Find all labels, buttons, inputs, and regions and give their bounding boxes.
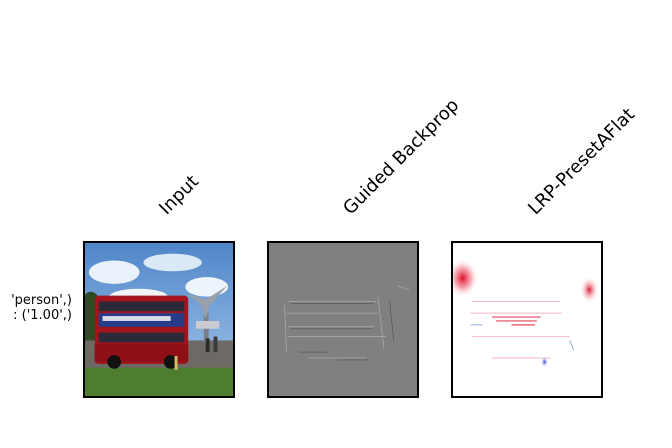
row-label-class: 'person',) : ('1.00',) — [11, 293, 72, 323]
row-label-score-line: : ('1.00',) — [13, 308, 72, 323]
lrp-panel — [451, 241, 603, 398]
input-image-panel — [83, 241, 235, 398]
guided-backprop-panel — [267, 241, 419, 398]
input-image — [85, 243, 233, 396]
row-label-class-line: 'person',) — [11, 293, 72, 308]
column-title-input: Input — [155, 171, 203, 219]
lrp-heatmap — [453, 243, 601, 396]
column-title-lrp: LRP-PresetAFlat — [524, 104, 639, 219]
column-title-guided-backprop: Guided Backprop — [339, 94, 464, 219]
guided-backprop-map — [269, 243, 417, 396]
